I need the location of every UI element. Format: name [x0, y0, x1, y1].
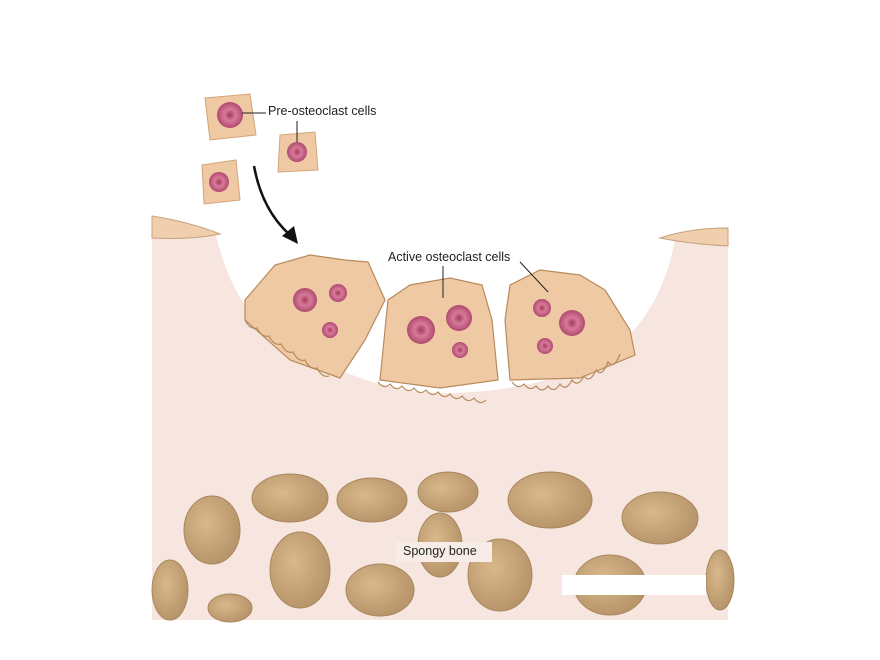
spongy-bone-label-bg [396, 542, 492, 562]
nuclei-pre [209, 102, 307, 192]
label-spongy-bone: Spongy bone [403, 544, 477, 558]
label-pre-osteoclast: Pre-osteoclast cells [268, 104, 377, 118]
white-box [562, 575, 706, 595]
label-active-osteoclast: Active osteoclast cells [388, 250, 511, 264]
arrow-icon [252, 165, 291, 236]
ruffled-border [244, 319, 621, 404]
bone-spike-right [658, 227, 729, 247]
active-osteoclast-cells [244, 254, 636, 389]
bone-spike-left [151, 215, 222, 239]
nuclei-active [293, 284, 585, 358]
spongy-bone-pores [151, 471, 735, 623]
leader-lines [242, 112, 549, 298]
arrow-head-icon [282, 226, 298, 244]
